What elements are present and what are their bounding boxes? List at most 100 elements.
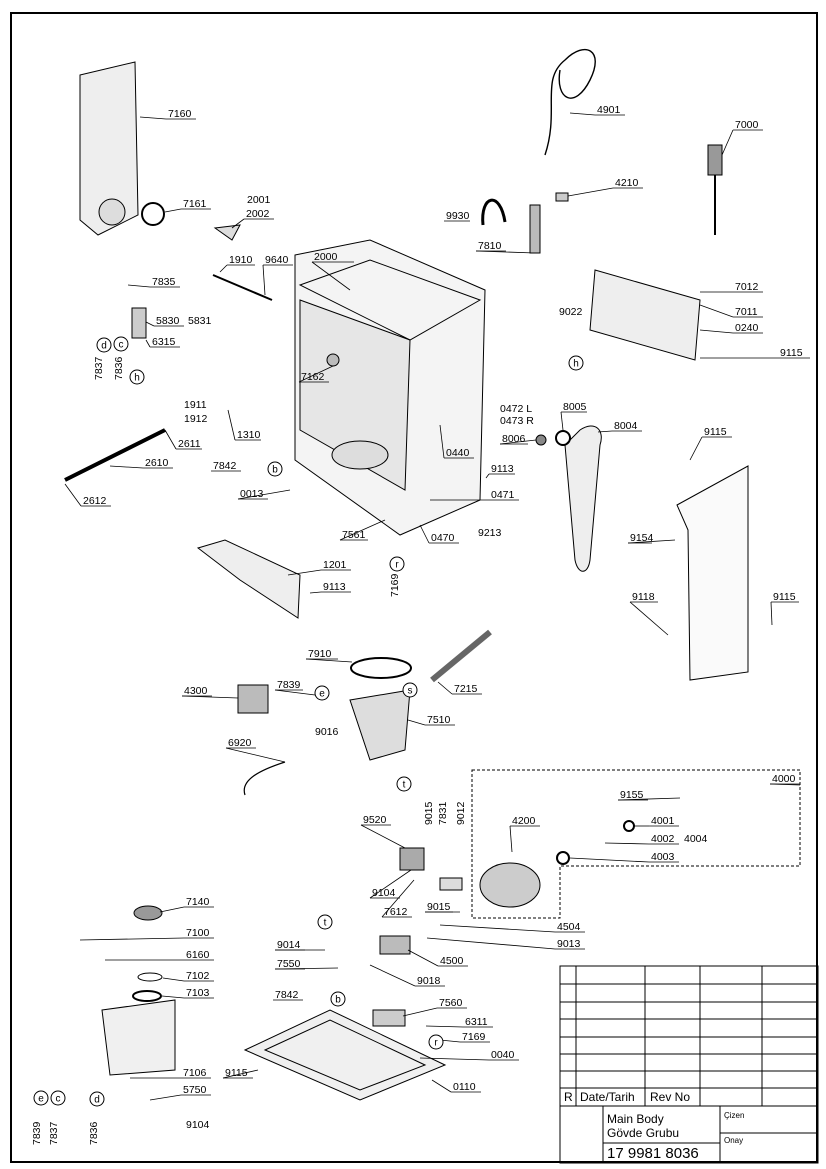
part-8004-spray-arm [564, 425, 602, 572]
part-label-9113a: 9113 [491, 463, 514, 475]
part-2000-tub-inner [299, 299, 411, 491]
circle-callout-c2: c [50, 1090, 66, 1106]
part-7215-pipe [430, 629, 492, 683]
part-label-9115a: 9115 [780, 347, 803, 359]
part-label-4004: 4004 [684, 833, 708, 845]
part-7103-ring [132, 990, 162, 1002]
drawing-frame [10, 12, 818, 1163]
part-7102-ring [137, 972, 163, 982]
leader-line [381, 879, 415, 918]
leader-line [629, 601, 669, 636]
part-label-9115c: 9115 [773, 591, 796, 603]
callout-letter: e [319, 689, 325, 700]
part-label-0013: 0013 [240, 488, 264, 500]
leader-line [407, 719, 426, 726]
part-4000-dash-box [471, 769, 801, 919]
part-7831-pipe [439, 877, 463, 891]
part-9520-valve [399, 847, 425, 871]
callout-letter: t [324, 918, 327, 929]
leader-line [262, 264, 266, 296]
part-label-9022: 9022 [559, 306, 583, 318]
title-block-title-en: Main Body [607, 1112, 664, 1126]
part-label-8004: 8004 [614, 420, 638, 432]
title-block-title-tr: Gövde Grubu [607, 1126, 679, 1140]
part-8006-nut [535, 434, 547, 446]
part-label-4000: 4000 [772, 773, 796, 785]
part-0040-base-inner [263, 1019, 427, 1091]
circle-callout-e1: e [314, 685, 330, 701]
callout-letter: d [94, 1095, 100, 1106]
title-block-outer [559, 965, 819, 1164]
circle-callout-t1: t [396, 776, 412, 792]
part-2000-sump [331, 440, 389, 470]
part-label-4210: 4210 [615, 177, 639, 189]
callout-circle [389, 556, 405, 572]
leader-line [402, 1007, 438, 1017]
part-label-7831: 7831 [437, 801, 449, 825]
part-label-7510: 7510 [427, 714, 451, 726]
callout-letter: c [56, 1094, 61, 1105]
part-label-6160: 6160 [186, 949, 210, 961]
callout-circle [317, 914, 333, 930]
leader-line [567, 187, 614, 197]
leader-line [181, 695, 239, 699]
part-7160-pump-disc [98, 198, 126, 226]
callout-circle [314, 685, 330, 701]
callout-circle [428, 1034, 444, 1050]
part-0040-base [243, 1009, 447, 1101]
part-9930-clamp [481, 198, 507, 226]
part-7000-valve [707, 144, 723, 176]
circle-callout-b1: b [267, 461, 283, 477]
leader-line [237, 489, 291, 500]
part-7510-sump [349, 689, 411, 761]
part-label-7560: 7560 [439, 997, 463, 1009]
part-shapes [64, 49, 801, 1101]
part-label-4504: 4504 [557, 921, 581, 933]
callout-letter: t [403, 780, 406, 791]
callout-circle [330, 991, 346, 1007]
part-label-0471: 0471 [491, 489, 515, 501]
part-label-7161: 7161 [183, 198, 207, 210]
part-label-7162: 7162 [301, 371, 325, 383]
callout-circle [402, 682, 418, 698]
part-4001-ring [623, 820, 635, 832]
leader-line [309, 591, 322, 594]
leader-line [439, 1039, 461, 1043]
part-label-8006: 8006 [502, 433, 526, 445]
part-label-7103: 7103 [186, 987, 210, 999]
part-label-2612: 2612 [83, 495, 107, 507]
part-label-7836a: 7836 [113, 356, 125, 380]
leader-line [79, 937, 185, 941]
part-label-4901: 4901 [597, 104, 621, 116]
callout-circle [33, 1090, 49, 1106]
leader-line [499, 439, 537, 445]
leader-lines [64, 112, 810, 1101]
part-label-7000: 7000 [735, 119, 759, 131]
part-4500-pump [379, 935, 411, 955]
part-label-1911: 1911 [184, 399, 207, 411]
part-label-9015a: 9015 [423, 801, 435, 825]
part-label-7106: 7106 [183, 1067, 207, 1079]
callout-letter: d [101, 341, 107, 352]
callout-circle [96, 337, 112, 353]
callout-circle [267, 461, 283, 477]
title-block-date-header: Date/Tarih [580, 1090, 635, 1104]
callout-circle [396, 776, 412, 792]
callout-letter: b [335, 995, 341, 1006]
leader-line [419, 1057, 490, 1061]
part-8005-ring [555, 430, 571, 446]
part-2610-strip [64, 428, 166, 482]
part-label-7215: 7215 [454, 683, 478, 695]
part-label-5830: 5830 [156, 315, 180, 327]
part-label-9012: 9012 [455, 801, 467, 825]
part-label-2611: 2611 [178, 438, 201, 450]
leader-line [509, 825, 513, 853]
leader-line [699, 329, 734, 334]
callout-letter: h [134, 373, 140, 384]
part-label-7910: 7910 [308, 648, 332, 660]
circle-callout-h1: h [129, 369, 145, 385]
part-7910-seal [350, 657, 412, 679]
leader-line [311, 261, 351, 291]
part-label-9014: 9014 [277, 939, 301, 951]
